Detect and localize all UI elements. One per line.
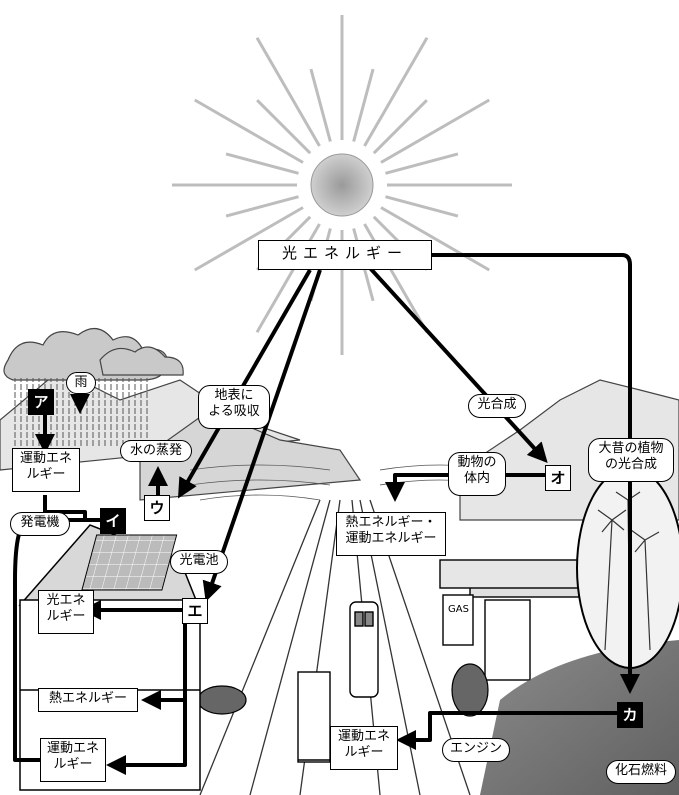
car [197,663,489,717]
light-energy-small-label: 光エネ ルギー [38,590,94,634]
sun-ray [255,37,321,147]
rain-label: 雨 [66,372,96,394]
ancient-plants-label: 大昔の植物 の光合成 [588,438,674,482]
marker-a: ア [28,389,54,415]
sun-ray [385,152,459,175]
sun [310,153,374,217]
sun-ray [194,206,304,272]
sun-ray [225,152,299,175]
sun-ray [194,98,304,164]
light-energy-label: 光エネルギー [258,240,432,270]
sun-ray [372,99,428,155]
kinetic-energy-label-3: 運動エネ ルギー [330,726,398,770]
sun-ray [225,195,299,218]
generator-label: 発電機 [10,512,70,536]
fossil-fuel-label: 化石燃料 [606,760,676,784]
marker-o: オ [545,465,571,491]
gas-station [439,559,591,681]
rain-clouds [3,328,184,381]
solar-panel [81,534,178,591]
gas-sign: GAS [448,604,469,615]
animal-body-label: 動物の 体内 [448,452,506,496]
kinetic-energy-label-2: 運動エネ ルギー [40,738,106,782]
sun-ray [256,99,312,155]
ground-absorb-label: 地表に よる吸収 [198,385,270,429]
sun-ray [352,68,375,142]
truck [297,671,331,763]
engine-label: エンジン [442,738,510,762]
heat-kinetic-label: 熱エネルギー・ 運動エネルギー [336,512,446,556]
kinetic-energy-label-1: 運動エネ ルギー [12,448,80,492]
sun-ray [385,195,459,218]
marker-ka: カ [617,702,643,728]
sun-ray [363,37,429,147]
solar-cell-label: 光電池 [170,550,228,574]
marker-e: エ [182,598,208,624]
marker-u: ウ [144,495,170,521]
evaporation-label: 水の蒸発 [120,440,192,462]
heat-energy-label: 熱エネルギー [38,688,138,712]
sun-ray [309,68,332,142]
sun-ray [380,98,490,164]
photosynthesis-label: 光合成 [468,394,526,418]
marker-i: イ [100,508,126,534]
tram [349,601,379,698]
sun-ray [380,206,490,272]
